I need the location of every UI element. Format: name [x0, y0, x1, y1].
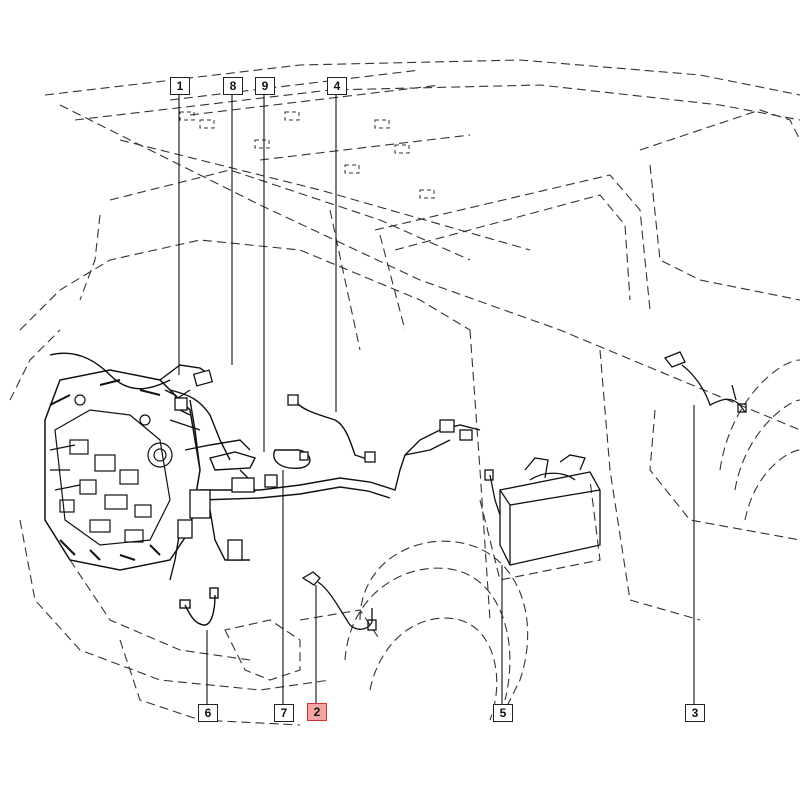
callout-7: 7 — [274, 704, 294, 722]
callout-3: 3 — [685, 704, 705, 722]
callout-8: 8 — [223, 77, 243, 95]
callout-6: 6 — [198, 704, 218, 722]
callout-5: 5 — [493, 704, 513, 722]
callout-9: 9 — [255, 77, 275, 95]
engine-assembly — [44, 369, 201, 571]
cable-2 — [301, 571, 377, 631]
roof-vents — [179, 111, 435, 199]
connectors — [174, 369, 473, 561]
leader-lines — [178, 94, 695, 705]
vehicle-outline — [9, 59, 800, 726]
cable-6 — [179, 587, 219, 626]
battery — [484, 454, 601, 566]
cable-3 — [663, 351, 747, 413]
callout-4: 4 — [327, 77, 347, 95]
callout-1: 1 — [170, 77, 190, 95]
callout-2-highlighted: 2 — [307, 703, 327, 721]
